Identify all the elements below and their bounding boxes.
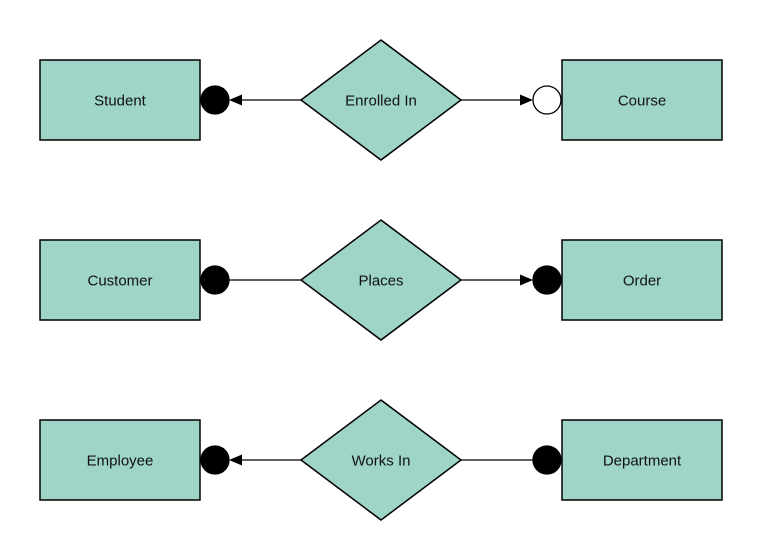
entity-box-customer bbox=[39, 239, 201, 321]
relationship-label-enrolled-in: Enrolled In bbox=[345, 93, 417, 110]
relationship-label-places: Places bbox=[358, 273, 403, 290]
filled-circle-terminator-icon bbox=[532, 265, 562, 295]
arrowhead-left-icon bbox=[229, 454, 242, 466]
relationship-diamond-works-in bbox=[299, 399, 463, 521]
entity-box-student bbox=[39, 59, 201, 141]
open-circle-terminator-icon bbox=[532, 85, 562, 115]
arrowhead-left-icon bbox=[229, 94, 242, 106]
filled-circle-terminator-icon bbox=[200, 85, 230, 115]
relationship-row-customer-order: Customer Places Order bbox=[39, 219, 723, 341]
filled-circle-terminator-icon bbox=[200, 265, 230, 295]
entity-box-department bbox=[561, 419, 723, 501]
entity-box-order bbox=[561, 239, 723, 321]
arrowhead-right-icon bbox=[520, 94, 533, 106]
entity-box-course bbox=[561, 59, 723, 141]
relationship-row-employee-department: Employee Works In Department bbox=[39, 399, 723, 521]
arrowhead-right-icon bbox=[520, 274, 533, 286]
relationship-row-student-course: Student Enrolled In Course bbox=[39, 39, 723, 161]
relationship-diamond-places bbox=[299, 219, 463, 341]
entity-label-course: Course bbox=[618, 93, 666, 110]
filled-circle-terminator-icon bbox=[532, 445, 562, 475]
entity-label-customer: Customer bbox=[87, 273, 152, 290]
relationship-label-works-in: Works In bbox=[352, 453, 411, 470]
entity-label-student: Student bbox=[94, 93, 147, 110]
entity-label-department: Department bbox=[603, 453, 682, 470]
filled-circle-terminator-icon bbox=[200, 445, 230, 475]
entity-box-employee bbox=[39, 419, 201, 501]
relationship-diamond-enrolled-in bbox=[299, 39, 463, 161]
entity-label-order: Order bbox=[623, 273, 661, 290]
entity-label-employee: Employee bbox=[87, 453, 154, 470]
